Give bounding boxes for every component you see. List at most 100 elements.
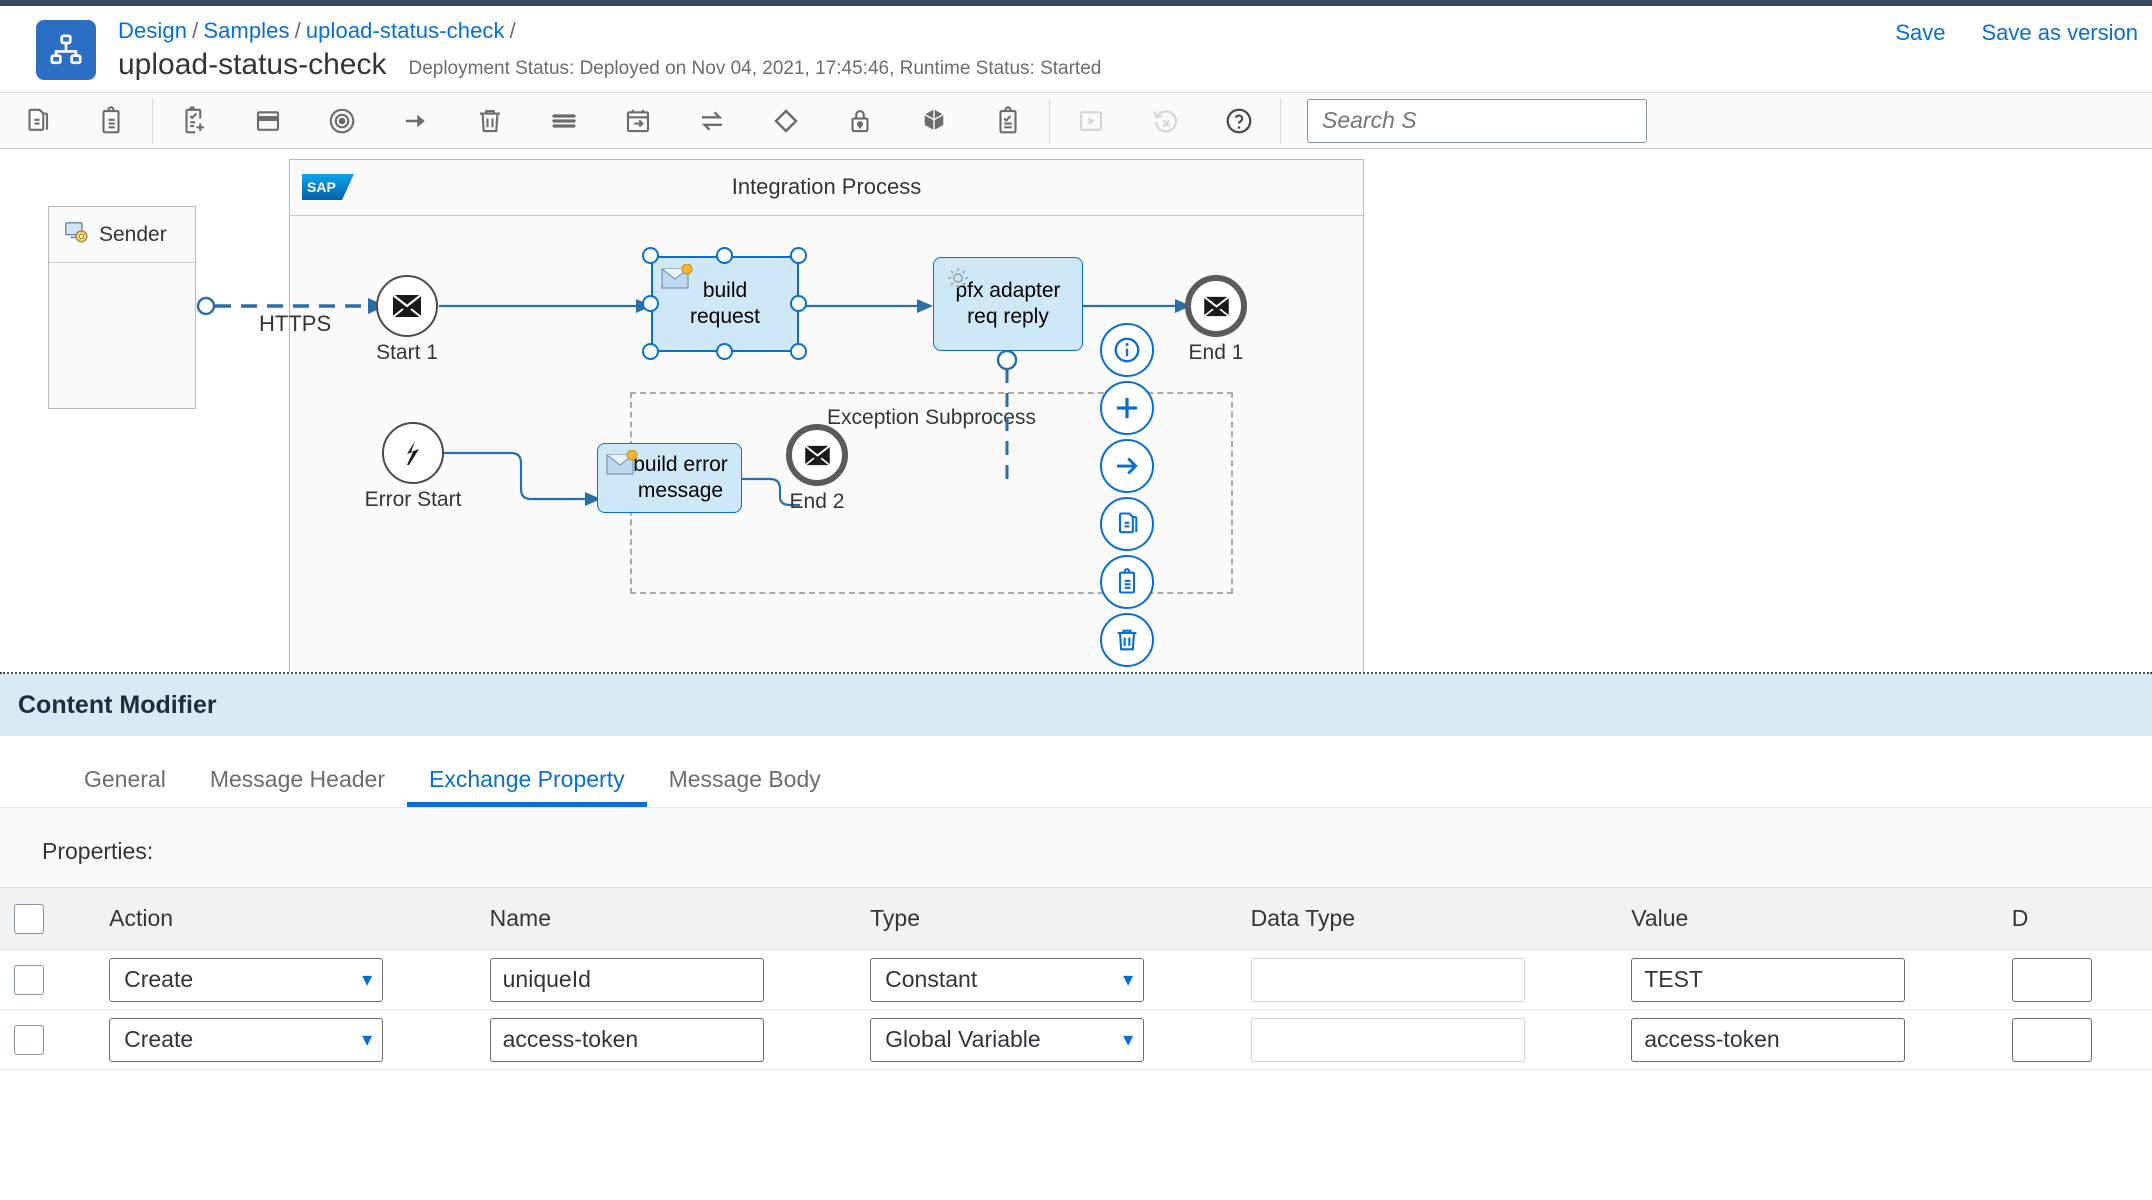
action-select[interactable]: Create ▾ [109, 957, 384, 1002]
tab-exchange-property[interactable]: Exchange Property [406, 766, 647, 807]
info-icon[interactable] [1100, 323, 1154, 377]
resize-handle-e[interactable] [790, 295, 807, 312]
truncated-input[interactable] [2011, 957, 2092, 1002]
end-event-2[interactable]: End 2 [786, 424, 848, 513]
connect-arrow-icon[interactable] [1100, 439, 1154, 493]
data-type-input[interactable] [1250, 957, 1525, 1002]
row-value-cell [1617, 949, 1998, 1010]
task-build-error-message[interactable]: build error message [597, 443, 742, 513]
bpmn-canvas[interactable]: Sender SAP Integration Process [0, 149, 2152, 680]
sheet-tabs: General Message Header Exchange Property… [0, 736, 2152, 808]
data-type-input[interactable] [1250, 1017, 1525, 1062]
resize-handle-n[interactable] [716, 247, 733, 264]
column-value: Value [1617, 887, 1998, 950]
action-select[interactable]: Create ▾ [109, 1017, 384, 1062]
help-icon[interactable] [1202, 92, 1276, 149]
resize-handle-w[interactable] [642, 295, 659, 312]
delete-icon[interactable] [453, 92, 527, 149]
clipboard-check-icon[interactable] [971, 92, 1045, 149]
type-select[interactable]: Global Variable ▾ [870, 1017, 1145, 1062]
chevron-down-icon: ▾ [362, 1029, 373, 1051]
name-input[interactable] [489, 1017, 764, 1062]
message-start-event-icon [376, 275, 438, 337]
row-select-cell [0, 949, 96, 1010]
start-event-1[interactable]: Start 1 [376, 275, 438, 364]
integration-process-pool[interactable]: SAP Integration Process Exception Subpro… [289, 159, 1364, 680]
chevron-down-icon: ▾ [1123, 969, 1134, 991]
task-build-request-box[interactable]: build request [651, 256, 799, 352]
breadcrumb-item-samples[interactable]: Samples [203, 18, 290, 43]
row-truncated-cell [1997, 949, 2152, 1010]
search-wrapper [1307, 98, 1647, 143]
gateway-icon[interactable] [749, 92, 823, 149]
error-start-event-label: Error Start [364, 488, 462, 511]
resize-handle-ne[interactable] [790, 247, 807, 264]
toolbar-group-clipboard [0, 92, 148, 149]
name-input[interactable] [489, 957, 764, 1002]
paste-icon[interactable] [74, 92, 148, 149]
properties-table: Action Name Type Data Type Value D Creat… [0, 887, 2152, 1070]
delete-icon[interactable] [1100, 613, 1154, 667]
toolbar-group-palette [157, 92, 1045, 149]
task-pfx-adapter[interactable]: pfx adapter req reply [933, 257, 1083, 351]
paste-icon[interactable] [1100, 555, 1154, 609]
save-button[interactable]: Save [1895, 20, 1946, 45]
task-build-error-message-box[interactable]: build error message [597, 443, 742, 513]
add-task-icon[interactable] [157, 92, 231, 149]
table-row[interactable]: Create ▾ Constant ▾ [0, 949, 2152, 1010]
error-start-event[interactable]: Error Start [365, 422, 461, 511]
truncated-input[interactable] [2011, 1017, 2092, 1062]
tab-message-body[interactable]: Message Body [668, 766, 821, 792]
column-truncated: D [1997, 887, 2152, 950]
save-as-version-button[interactable]: Save as version [1981, 20, 2138, 45]
value-input[interactable] [1631, 1017, 1906, 1062]
deploy-icon[interactable] [1054, 92, 1128, 149]
page-header: Design/Samples/upload-status-check/ uplo… [0, 6, 2152, 92]
task-pfx-adapter-box[interactable]: pfx adapter req reply [933, 257, 1083, 351]
table-row[interactable]: Create ▾ Global Variable ▾ [0, 1009, 2152, 1070]
end-event-1-label: End 1 [1188, 341, 1244, 364]
call-activity-icon[interactable] [601, 92, 675, 149]
sequence-flow-icon[interactable] [379, 92, 453, 149]
resize-handle-sw[interactable] [642, 343, 659, 360]
org-chart-icon [36, 20, 96, 80]
value-input[interactable] [1631, 957, 1906, 1002]
end-event-1[interactable]: End 1 [1185, 275, 1247, 364]
add-icon[interactable] [1100, 381, 1154, 435]
cube-icon[interactable] [897, 92, 971, 149]
lock-icon[interactable] [823, 92, 897, 149]
row-checkbox[interactable] [14, 964, 44, 995]
search-input[interactable] [1307, 98, 1647, 143]
breadcrumb-item-artifact[interactable]: upload-status-check [305, 18, 505, 43]
copy-icon[interactable] [0, 92, 74, 149]
select-all-checkbox[interactable] [14, 903, 44, 934]
resize-handle-nw[interactable] [642, 247, 659, 264]
converter-icon[interactable] [675, 92, 749, 149]
pool-icon[interactable] [231, 92, 305, 149]
chevron-down-icon: ▾ [362, 969, 373, 991]
type-select[interactable]: Constant ▾ [870, 957, 1145, 1002]
resize-handle-s[interactable] [716, 343, 733, 360]
title-row: upload-status-check Deployment Status: D… [118, 48, 1101, 82]
undo-deploy-icon[interactable] [1128, 92, 1202, 149]
copy-icon[interactable] [1100, 497, 1154, 551]
sheet-title: Content Modifier [18, 690, 217, 719]
list-icon[interactable] [527, 92, 601, 149]
sender-pool-header: Sender [49, 207, 195, 263]
process-pool-title: Integration Process [731, 174, 922, 199]
tab-general[interactable]: General [84, 766, 166, 792]
row-checkbox[interactable] [14, 1024, 44, 1055]
resize-handle-se[interactable] [790, 343, 807, 360]
tab-message-header[interactable]: Message Header [209, 766, 385, 792]
task-build-request[interactable]: build request [642, 247, 807, 360]
row-name-cell [475, 1009, 857, 1070]
toolbar-divider-2 [1049, 97, 1050, 144]
event-icon[interactable] [305, 92, 379, 149]
sender-pool[interactable]: Sender [48, 206, 196, 409]
breadcrumb-item-design[interactable]: Design [118, 18, 188, 43]
task-build-error-message-label: build error message [633, 452, 728, 502]
row-value-cell [1617, 1009, 1998, 1070]
sheet-title-bar: Content Modifier [0, 674, 2152, 736]
chevron-down-icon: ▾ [1123, 1029, 1134, 1051]
